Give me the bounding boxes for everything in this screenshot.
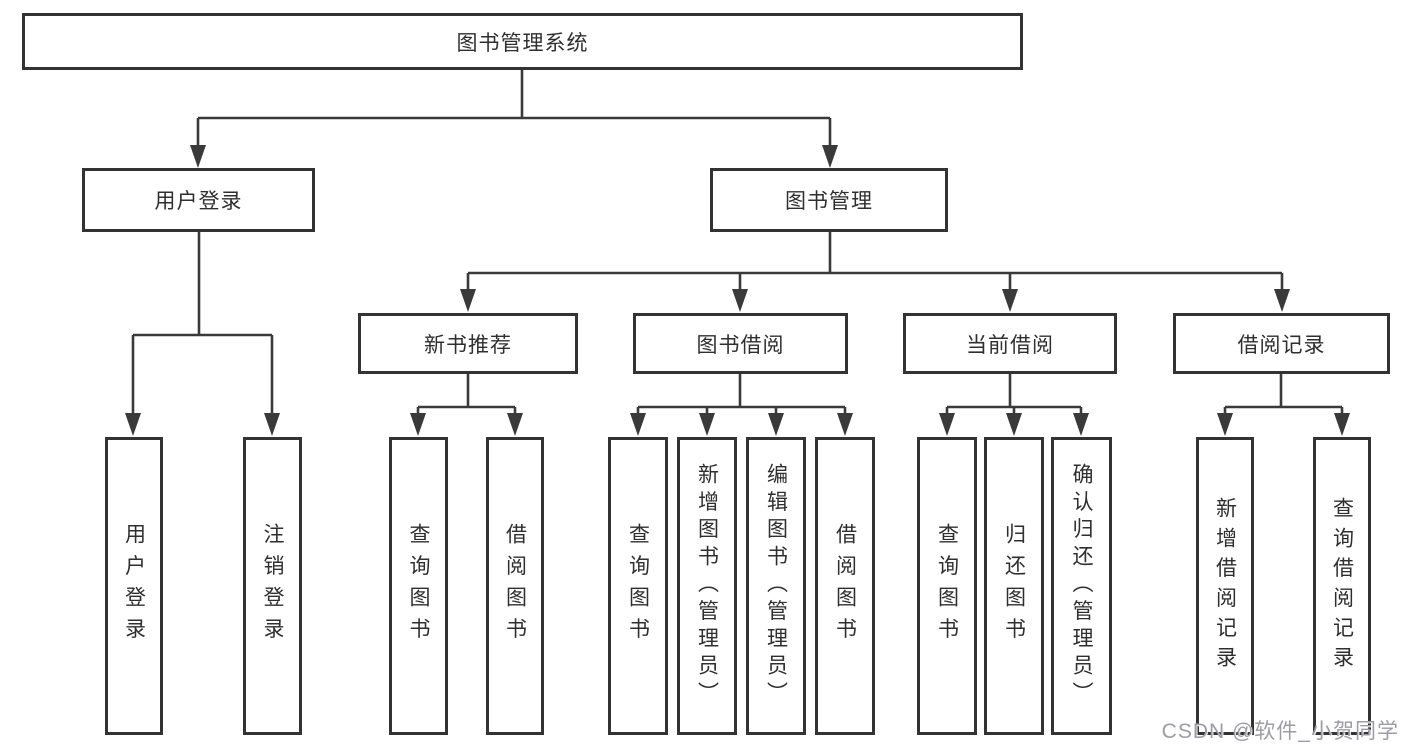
- arrowheads: [125, 145, 1350, 436]
- arrowhead-icon: [768, 413, 784, 436]
- connector-path: [131, 68, 1344, 416]
- arrowhead-icon: [125, 413, 141, 436]
- arrowhead-icon: [939, 413, 955, 436]
- arrowhead-icon: [1073, 413, 1089, 436]
- leaf-edit-books-admin-label: 编辑图书（管理员）: [764, 463, 788, 709]
- leaf-current-query-books-label: 查询图书: [935, 523, 959, 649]
- arrowhead-icon: [1217, 413, 1233, 436]
- leaf-edit-books-admin: 编辑图书（管理员）: [746, 437, 806, 735]
- leaf-newbook-borrow-books-label: 借阅图书: [503, 523, 527, 649]
- leaf-confirm-return-admin: 确认归还（管理员）: [1051, 437, 1112, 735]
- node-book-borrowing: 图书借阅: [633, 313, 848, 374]
- arrowhead-icon: [630, 413, 646, 436]
- arrowhead-icon: [732, 289, 748, 312]
- leaf-query-borrow-record-label: 查询借阅记录: [1330, 496, 1354, 676]
- arrowhead-icon: [1002, 289, 1018, 312]
- node-user-login: 用户登录: [82, 168, 315, 232]
- arrowhead-icon: [822, 145, 838, 168]
- leaf-current-query-books: 查询图书: [917, 437, 977, 735]
- leaf-add-borrow-record: 新增借阅记录: [1196, 437, 1254, 735]
- arrowhead-icon: [507, 413, 523, 436]
- node-borrowing-records: 借阅记录: [1173, 313, 1390, 374]
- leaf-return-books-label: 归还图书: [1002, 523, 1026, 649]
- node-book-management-label: 图书管理: [785, 190, 873, 213]
- node-user-login-label: 用户登录: [154, 190, 243, 213]
- node-new-book-recommend-label: 新书推荐: [424, 333, 512, 357]
- leaf-borrow-books-label: 借阅图书: [833, 523, 857, 649]
- arrowhead-icon: [460, 289, 476, 312]
- csdn-watermark: CSDN @软件_小贺同学: [1161, 720, 1399, 743]
- leaf-return-books: 归还图书: [984, 437, 1044, 735]
- leaf-borrow-books: 借阅图书: [815, 437, 875, 735]
- arrowhead-icon: [264, 413, 280, 436]
- leaf-logout: 注销登录: [243, 437, 302, 735]
- leaf-add-borrow-record-label: 新增借阅记录: [1213, 496, 1237, 676]
- node-root: 图书管理系统: [22, 13, 1023, 70]
- node-book-borrowing-label: 图书借阅: [696, 333, 785, 357]
- leaf-user-login: 用户登录: [105, 437, 163, 735]
- leaf-borrowing-query-books: 查询图书: [608, 437, 668, 735]
- leaf-add-books-admin-label: 新增图书（管理员）: [695, 463, 719, 709]
- node-current-borrowing-label: 当前借阅: [966, 333, 1054, 357]
- leaf-query-borrow-record: 查询借阅记录: [1313, 437, 1371, 735]
- node-root-label: 图书管理系统: [456, 31, 589, 55]
- leaf-confirm-return-admin-label: 确认归还（管理员）: [1070, 463, 1093, 709]
- arrowhead-icon: [699, 413, 715, 436]
- leaf-newbook-query-books-label: 查询图书: [407, 523, 430, 649]
- node-borrowing-records-label: 借阅记录: [1237, 333, 1326, 357]
- node-book-management: 图书管理: [710, 168, 948, 232]
- arrowhead-icon: [1334, 413, 1350, 436]
- leaf-logout-label: 注销登录: [261, 523, 284, 649]
- leaf-newbook-borrow-books: 借阅图书: [486, 437, 544, 735]
- leaf-newbook-query-books: 查询图书: [389, 437, 448, 735]
- leaf-borrowing-query-books-label: 查询图书: [626, 523, 650, 649]
- arrowhead-icon: [837, 413, 853, 436]
- arrowhead-icon: [410, 413, 426, 436]
- node-current-borrowing: 当前借阅: [903, 313, 1117, 374]
- leaf-user-login-label: 用户登录: [122, 523, 146, 649]
- leaf-add-books-admin: 新增图书（管理员）: [677, 437, 737, 735]
- arrowhead-icon: [1274, 289, 1290, 312]
- arrowhead-icon: [1006, 413, 1022, 436]
- arrowhead-icon: [190, 145, 206, 168]
- node-new-book-recommend: 新书推荐: [358, 313, 578, 374]
